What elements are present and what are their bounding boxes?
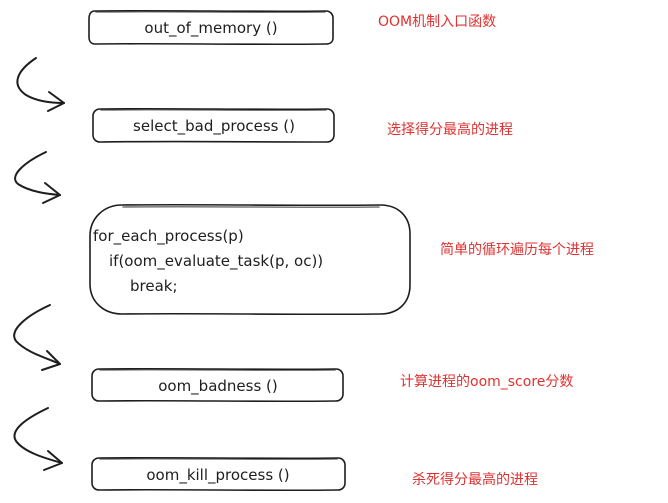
arrow-2 <box>14 151 61 204</box>
arrow-4 <box>13 407 63 471</box>
loop-line-for-each: for_each_process(p) <box>93 227 244 246</box>
note-for-each-process: 简单的循环遍历每个进程 <box>440 241 594 258</box>
arrow-1 <box>16 57 65 112</box>
note-oom-badness: 计算进程的oom_score分数 <box>400 374 573 390</box>
box-oom-kill-process: oom_kill_process () <box>91 456 346 492</box>
note-out-of-memory: OOM机制入口函数 <box>378 14 496 30</box>
box-out-of-memory-label: out_of_memory () <box>144 19 277 38</box>
note-oom-kill-process: 杀死得分最高的进程 <box>412 471 538 488</box>
box-oom-badness: oom_badness () <box>91 367 344 403</box>
box-oom-badness-label: oom_badness () <box>158 377 278 396</box>
box-oom-kill-process-label: oom_kill_process () <box>146 466 289 485</box>
loop-line-if: if(oom_evaluate_task(p, oc)) <box>109 252 323 271</box>
note-select-bad-process: 选择得分最高的进程 <box>387 121 513 138</box>
box-for-each-process: for_each_process(p) if(oom_evaluate_task… <box>89 203 411 316</box>
box-select-bad-process-label: select_bad_process () <box>133 117 295 136</box>
box-select-bad-process: select_bad_process () <box>92 107 335 143</box>
loop-line-break: break; <box>130 277 178 295</box>
arrow-3 <box>13 304 61 371</box>
box-out-of-memory: out_of_memory () <box>88 9 334 46</box>
